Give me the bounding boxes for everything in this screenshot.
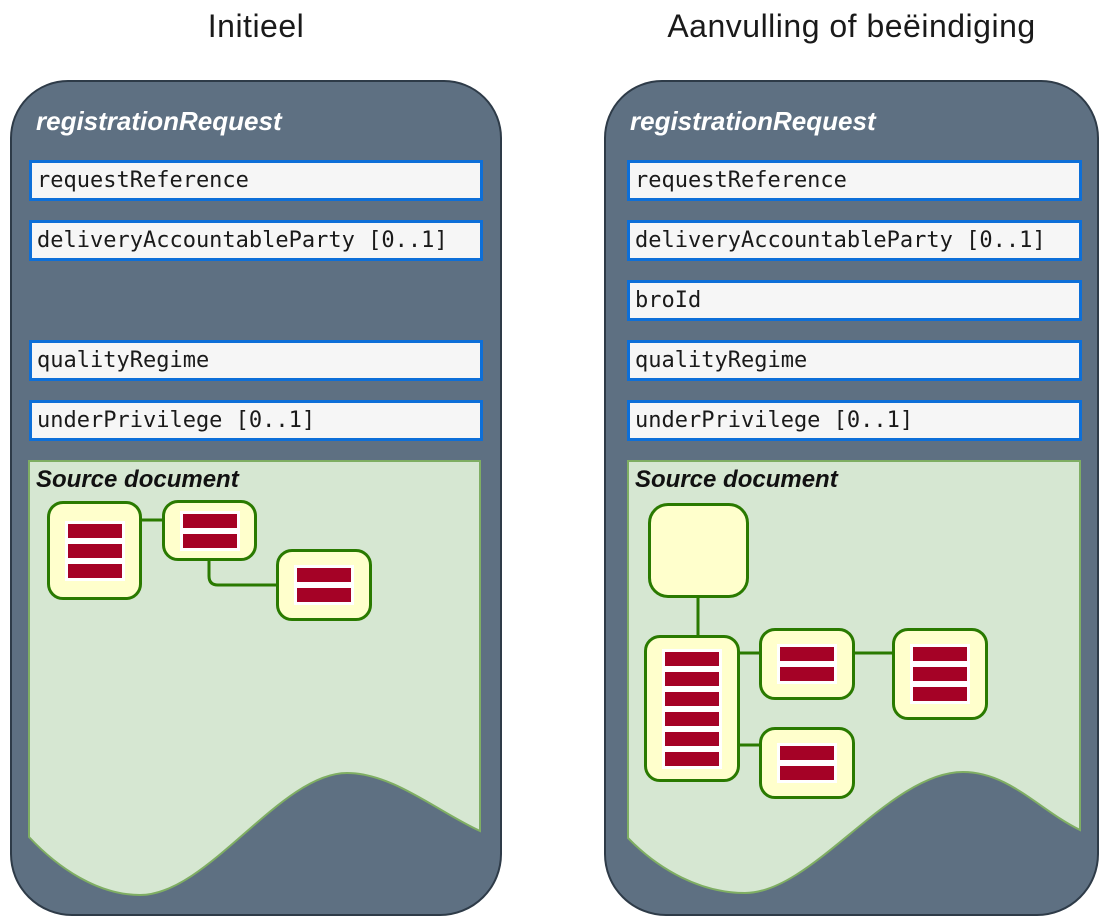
document-content-bar — [777, 743, 837, 763]
source-document-label: Source document — [36, 466, 239, 493]
document-content-bar — [662, 668, 722, 689]
source-document-node — [276, 549, 372, 621]
document-content-bar — [179, 510, 240, 531]
panel-title: registrationRequest — [630, 106, 876, 136]
document-content-bar — [294, 565, 354, 585]
panel-title: registrationRequest — [36, 106, 282, 136]
source-document-node — [47, 501, 142, 600]
document-content-bar — [777, 763, 837, 783]
document-content-bar — [910, 664, 970, 684]
column-title-initial: Initieel — [207, 8, 305, 44]
document-content-bar — [64, 540, 125, 561]
document-content-bar — [294, 585, 354, 605]
source-document-node-empty — [648, 503, 749, 598]
document-content-bar — [64, 520, 125, 541]
field-quality-regime: qualityRegime — [29, 340, 483, 381]
field-quality-regime: qualityRegime — [627, 340, 1082, 381]
document-content-bar — [910, 684, 970, 704]
document-content-bar — [662, 688, 722, 709]
field-under-privilege: underPrivilege [0..1] — [627, 400, 1082, 441]
document-content-bar — [777, 644, 837, 664]
registration-request-panel-supplement: registrationRequest requestReference del… — [604, 80, 1099, 916]
field-under-privilege: underPrivilege [0..1] — [29, 400, 483, 441]
field-request-reference: requestReference — [29, 160, 483, 201]
source-document-node — [892, 628, 988, 720]
source-document-label: Source document — [635, 466, 838, 493]
field-request-reference: requestReference — [627, 160, 1082, 201]
document-content-bar — [64, 560, 125, 581]
registration-request-panel-initial: registrationRequest requestReference del… — [10, 80, 502, 916]
document-content-bar — [910, 644, 970, 664]
source-document-node — [644, 635, 740, 782]
column-title-supplement-or-termination: Aanvulling of beëindiging — [667, 8, 1036, 44]
source-document-node — [162, 500, 257, 561]
document-content-bar — [179, 530, 240, 551]
source-document-node — [759, 628, 855, 700]
document-content-bar — [662, 748, 722, 769]
document-content-bar — [662, 728, 722, 749]
document-content-bar — [662, 648, 722, 669]
document-content-bar — [777, 664, 837, 684]
field-bro-id: broId — [627, 280, 1082, 321]
field-delivery-accountable-party: deliveryAccountableParty [0..1] — [627, 220, 1082, 261]
field-delivery-accountable-party: deliveryAccountableParty [0..1] — [29, 220, 483, 261]
document-content-bar — [662, 708, 722, 729]
source-document-node — [759, 727, 855, 799]
